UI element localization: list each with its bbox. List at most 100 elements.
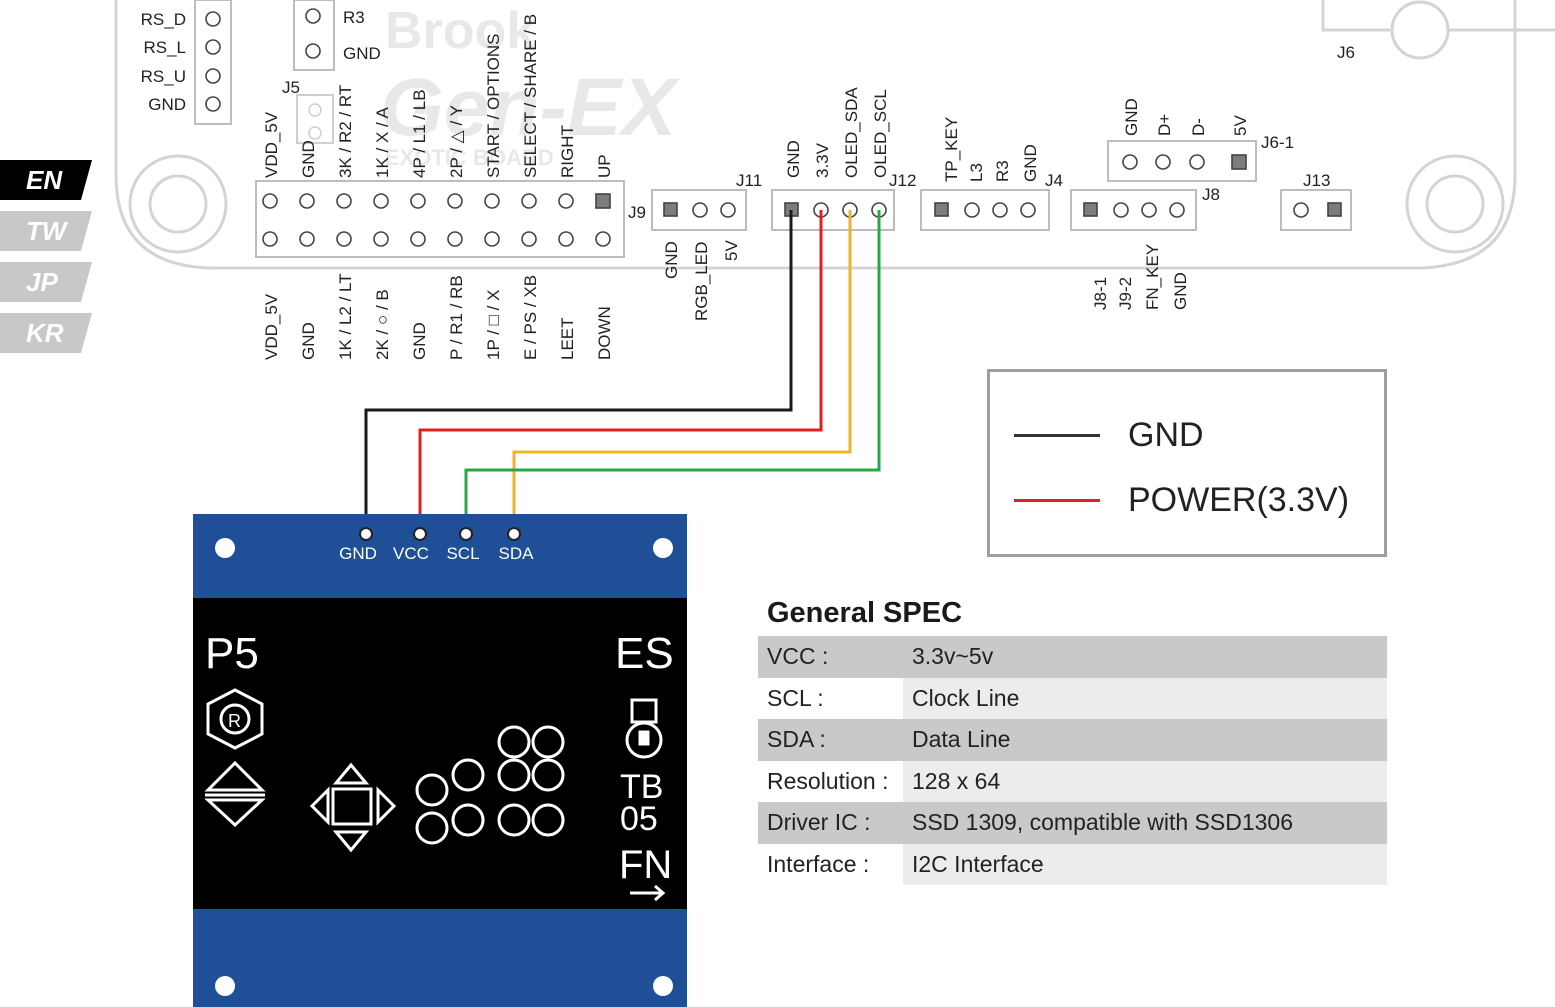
svg-text:J6-1: J6-1 [1261, 133, 1294, 152]
main-header-pin [595, 193, 611, 209]
svg-text:TB: TB [620, 768, 663, 806]
main-header-pin [521, 231, 537, 247]
main-bottom-label: LEET [558, 317, 577, 360]
header-j13: J13 [1280, 171, 1352, 231]
svg-text:L3: L3 [967, 163, 986, 182]
main-bottom-label: 1P / □ / X [484, 290, 503, 360]
main-header-pin [373, 231, 389, 247]
svg-text:OLED_SCL: OLED_SCL [871, 89, 890, 178]
svg-text:R3: R3 [343, 8, 365, 27]
main-header-pin [558, 231, 574, 247]
spec-row: VCC :3.3v~5v [758, 636, 1387, 678]
svg-text:GND: GND [1122, 98, 1141, 136]
legend-label-gnd: GND [1128, 416, 1204, 454]
svg-text:GND: GND [1021, 144, 1040, 182]
main-header-pin [336, 193, 352, 209]
main-header-pin [410, 231, 426, 247]
header-j5: R3 GND J5 [282, 0, 381, 144]
main-top-label: SELECT / SHARE / B [521, 14, 540, 178]
wires [364, 210, 881, 532]
svg-text:GND: GND [148, 95, 186, 114]
svg-text:Gen-EX: Gen-EX [380, 62, 680, 153]
main-bottom-label: 1K / L2 / LT [336, 273, 355, 360]
main-top-label: UP [595, 154, 614, 178]
wire-vcc [418, 210, 823, 532]
lang-tab-tw[interactable]: TW [0, 211, 92, 251]
spec-table: General SPEC VCC :3.3v~5v SCL :Clock Lin… [758, 597, 1387, 885]
spec-row: Interface :I2C Interface [758, 843, 1387, 885]
main-header-pin [484, 231, 500, 247]
svg-text:J5: J5 [282, 78, 300, 97]
svg-text:5V: 5V [1231, 115, 1250, 136]
main-header-pin [262, 231, 278, 247]
oled-pin-gnd: GND [339, 544, 377, 563]
svg-text:GND: GND [784, 140, 803, 178]
oled-pins: GND VCC SCL SDA [339, 527, 534, 563]
main-header-pin [410, 193, 426, 209]
wire-sda [512, 210, 852, 532]
header-j9: J9 GND RGB_LED 5V [628, 189, 747, 321]
spec-row: SCL :Clock Line [758, 677, 1387, 719]
svg-text:GND: GND [1171, 272, 1190, 310]
spec-row: Resolution :128 x 64 [758, 760, 1387, 802]
main-bottom-label: GND [299, 322, 318, 360]
svg-text:J12: J12 [889, 171, 916, 190]
wire-scl [464, 210, 881, 532]
spec-row: Driver IC :SSD 1309, compatible with SSD… [758, 802, 1387, 844]
spec-title: General SPEC [767, 597, 963, 629]
lang-tab-en[interactable]: EN [0, 160, 92, 200]
main-bottom-label: GND [410, 322, 429, 360]
legend-line-gnd [1014, 434, 1100, 437]
legend-line-power [1014, 499, 1100, 502]
main-top-label: RIGHT [558, 125, 577, 178]
lang-tab-kr[interactable]: KR [0, 313, 92, 353]
wire-gnd [364, 210, 793, 532]
svg-text:05: 05 [620, 800, 658, 838]
main-top-label: START / OPTIONS [484, 33, 503, 178]
legend: GND POWER(3.3V) [987, 369, 1387, 557]
main-header-pin [262, 193, 278, 209]
header-j11: J11 GND 3.3V OLED_SDA OLED_SCL J12 [736, 87, 916, 231]
oled-pin-scl: SCL [446, 544, 479, 563]
svg-text:3.3V: 3.3V [813, 142, 832, 178]
mount-hole-left [128, 154, 228, 254]
svg-text:J8: J8 [1202, 185, 1220, 204]
svg-text:GND: GND [343, 44, 381, 63]
svg-text:J11: J11 [736, 171, 762, 190]
svg-text:J13: J13 [1303, 171, 1330, 190]
svg-text:J8-1: J8-1 [1091, 277, 1110, 310]
svg-text:RS_U: RS_U [141, 67, 186, 86]
board-outline [114, 0, 1555, 270]
main-bottom-label: P / R1 / RB [447, 275, 466, 360]
svg-text:J9-2: J9-2 [1116, 277, 1135, 310]
j6-port [1390, 0, 1450, 60]
label-j6: J6 [1337, 43, 1355, 62]
svg-text:GND: GND [662, 241, 681, 279]
main-header-pin [595, 231, 611, 247]
svg-text:D+: D+ [1155, 114, 1174, 136]
legend-item-power: POWER(3.3V) [1014, 481, 1349, 520]
svg-text:OLED_SDA: OLED_SDA [842, 87, 861, 178]
main-header-pin [558, 193, 574, 209]
main-bottom-label: VDD_5V [262, 293, 281, 360]
brand-watermark: Brook Gen-EX EXOTIC BOARD [380, 2, 680, 170]
main-top-label: 3K / R2 / RT [336, 85, 355, 178]
main-header-pin [447, 193, 463, 209]
main-top-label: 2P / △ / Y [447, 105, 466, 178]
svg-text:R: R [228, 711, 241, 731]
mount-hole-right [1405, 154, 1505, 254]
main-bottom-label: DOWN [595, 306, 614, 360]
svg-text:FN_KEY: FN_KEY [1143, 244, 1162, 310]
svg-text:J9: J9 [628, 203, 646, 222]
main-header-pin [336, 231, 352, 247]
svg-text:ES: ES [615, 629, 674, 678]
svg-text:5V: 5V [722, 240, 741, 261]
oled-screen: P5 ES R TB 05 [204, 629, 674, 902]
header-j8: J8-1 J9-2 FN_KEY GND J8 [1070, 185, 1220, 310]
main-top-label: 1K / X / A [373, 106, 392, 178]
svg-text:D-: D- [1189, 118, 1208, 136]
svg-text:RS_L: RS_L [143, 38, 186, 57]
lang-tab-jp[interactable]: JP [0, 262, 92, 302]
